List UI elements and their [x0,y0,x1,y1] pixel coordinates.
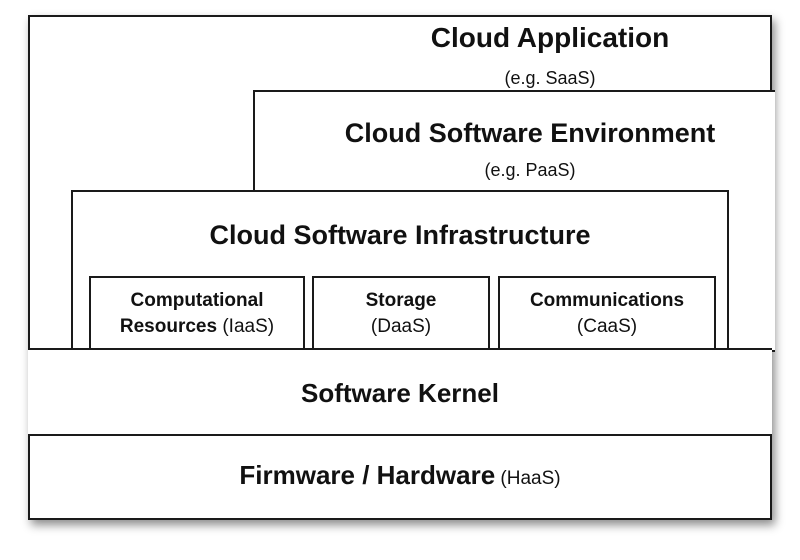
firmware-hardware-layer: Firmware / Hardware (HaaS) [28,460,772,491]
communications-title: Communications [529,290,685,311]
computational-resources-line1: Computational [130,290,264,311]
storage-tag: (DaaS) [370,316,432,337]
computational-resources-line2: Resources [119,316,218,337]
cloud-software-environment-title: Cloud Software Environment [344,118,716,148]
cloud-application-title: Cloud Application [430,22,670,53]
cloud-application-example: (e.g. SaaS) [504,68,596,88]
cloud-software-infrastructure-title: Cloud Software Infrastructure [209,220,591,250]
computational-resources-tag: (IaaS) [217,316,275,337]
communications-box: Communications (CaaS) [498,276,716,352]
cloud-software-infrastructure-layer: Cloud Software Infrastructure Computatio… [71,190,729,352]
cloud-software-environment-example: (e.g. PaaS) [484,160,576,180]
firmware-hardware-tag: (HaaS) [495,468,561,489]
storage-box: Storage (DaaS) [312,276,490,352]
firmware-hardware-title: Firmware / Hardware [239,460,496,490]
computational-resources-box: Computational Resources (IaaS) [89,276,305,352]
software-kernel-layer: Software Kernel [28,348,772,436]
communications-tag: (CaaS) [576,316,638,337]
storage-title: Storage [365,290,437,311]
software-kernel-title: Software Kernel [301,378,499,408]
